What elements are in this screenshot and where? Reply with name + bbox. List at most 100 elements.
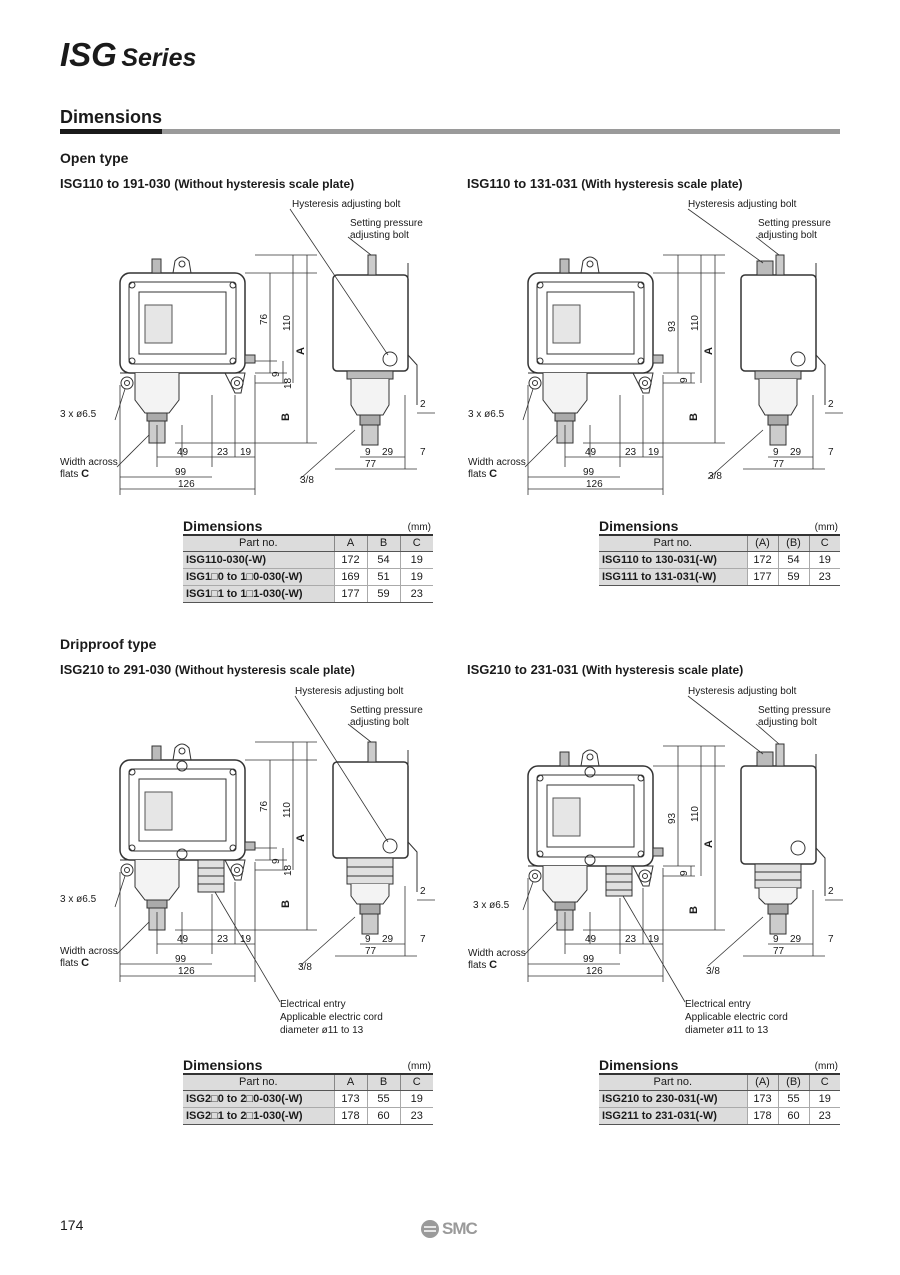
dim-110: 110 <box>690 806 701 822</box>
label-setting-bolt-2: adjusting bolt <box>350 230 409 241</box>
col-part-no: Part no. <box>183 1073 335 1091</box>
table-title: Dimensions <box>599 518 679 534</box>
dim-var-a: A <box>295 347 307 355</box>
drawing-dripproof-with-plate: Hysteresis adjusting bolt Setting pressu… <box>463 682 853 1042</box>
dim-99: 99 <box>583 954 595 965</box>
front-view <box>527 749 664 931</box>
dim-side-77: 77 <box>773 459 785 470</box>
side-view <box>740 254 826 446</box>
label-holes: 3 x ø6.5 <box>60 409 97 420</box>
dim-49: 49 <box>585 934 597 945</box>
table-title: Dimensions <box>183 518 263 534</box>
col-a: (A) <box>747 1073 779 1091</box>
drip-right-note: (With hysteresis scale plate) <box>581 663 744 677</box>
dripproof-type-title: Dripproof type <box>60 636 157 652</box>
dim-var-b: B <box>280 413 292 421</box>
dim-side-2: 2 <box>420 399 426 410</box>
dim-93: 93 <box>667 320 678 332</box>
dim-var-b: B <box>688 413 700 421</box>
dim-19: 19 <box>240 934 252 945</box>
dim-side-2: 2 <box>828 399 834 410</box>
drip-left-model: ISG210 to 291-030 <box>60 662 172 677</box>
label-setting-bolt-2: adjusting bolt <box>758 230 817 241</box>
table-header-row: Part no. A B C <box>183 1073 433 1091</box>
label-holes: 3 x ø6.5 <box>468 409 505 420</box>
drip-left-title: ISG210 to 291-030 (Without hysteresis sc… <box>60 662 355 677</box>
drawing-dripproof-without-plate: Hysteresis adjusting bolt Setting pressu… <box>55 682 445 1042</box>
label-setting-bolt-1: Setting pressure <box>758 705 831 716</box>
dim-23: 23 <box>217 447 229 458</box>
col-b: B <box>367 1073 401 1091</box>
label-entry-1: Electrical entry <box>685 999 751 1010</box>
dim-110: 110 <box>690 315 701 331</box>
col-c: C <box>400 534 433 552</box>
horizontal-dims <box>527 375 843 495</box>
label-setting-bolt-2: adjusting bolt <box>350 717 409 728</box>
col-b: B <box>367 534 401 552</box>
dim-99: 99 <box>175 467 187 478</box>
dim-23: 23 <box>625 447 637 458</box>
dim-side-7: 7 <box>828 447 834 458</box>
table-row: ISG2□0 to 2□0-030(-W) 173 55 19 <box>183 1090 433 1108</box>
table-header-row: Part no. (A) (B) C <box>599 534 840 552</box>
dim-126: 126 <box>586 966 603 977</box>
dim-49: 49 <box>585 447 597 458</box>
leader-lines <box>114 695 389 1003</box>
label-entry-2: Applicable electric cord <box>685 1012 788 1023</box>
open-right-note: (With hysteresis scale plate) <box>581 177 743 191</box>
label-flats-2: flats C <box>60 468 89 480</box>
dim-side-2: 2 <box>828 886 834 897</box>
dim-110: 110 <box>282 802 293 818</box>
table-row: ISG2□1 to 2□1-030(-W) 178 60 23 <box>183 1107 433 1125</box>
col-part-no: Part no. <box>183 534 335 552</box>
vertical-dims <box>583 745 725 931</box>
dim-19: 19 <box>648 934 660 945</box>
dim-side-29: 29 <box>382 447 394 458</box>
vertical-dims <box>175 254 317 444</box>
label-hysteresis-bolt: Hysteresis adjusting bolt <box>295 686 404 697</box>
label-setting-bolt-2: adjusting bolt <box>758 717 817 728</box>
label-holes: 3 x ø6.5 <box>60 894 97 905</box>
section-rule <box>60 129 840 134</box>
smc-logo: SMC <box>420 1219 478 1239</box>
col-c: C <box>400 1073 433 1091</box>
label-setting-bolt-1: Setting pressure <box>758 218 831 229</box>
table-row: ISG211 to 231-031(-W) 178 60 23 <box>599 1107 840 1125</box>
front-view <box>527 256 664 444</box>
drip-right-title: ISG210 to 231-031 (With hysteresis scale… <box>467 662 743 677</box>
open-type-title: Open type <box>60 150 129 166</box>
page-number: 174 <box>60 1217 84 1233</box>
dim-99: 99 <box>175 954 187 965</box>
label-flats-2: flats C <box>60 957 89 969</box>
dim-var-a: A <box>295 834 307 842</box>
label-flats-2: flats C <box>468 959 497 971</box>
dim-49: 49 <box>177 934 189 945</box>
dim-9: 9 <box>271 371 282 377</box>
dim-side-77: 77 <box>773 946 785 957</box>
dim-23: 23 <box>217 934 229 945</box>
dim-side-7: 7 <box>420 934 426 945</box>
dim-9: 9 <box>271 858 282 864</box>
dim-var-a: A <box>703 840 715 848</box>
table-row: ISG110 to 130-031(-W) 172 54 19 <box>599 551 840 569</box>
col-b: (B) <box>778 534 810 552</box>
dim-18: 18 <box>283 864 294 876</box>
label-flats-1: Width across <box>468 457 526 468</box>
dim-side-77: 77 <box>365 459 377 470</box>
col-part-no: Part no. <box>599 1073 748 1091</box>
label-hysteresis-bolt: Hysteresis adjusting bolt <box>688 199 797 210</box>
dim-side-9: 9 <box>773 447 779 458</box>
col-part-no: Part no. <box>599 534 748 552</box>
dim-9: 9 <box>679 377 690 383</box>
table-row: ISG1□1 to 1□1-030(-W) 177 59 23 <box>183 585 433 603</box>
series-main: ISG <box>60 36 117 73</box>
dim-19: 19 <box>648 447 660 458</box>
label-entry-1: Electrical entry <box>280 999 346 1010</box>
smc-logo-icon <box>421 1220 439 1238</box>
vertical-dims <box>175 741 317 931</box>
label-entry-3: diameter ø11 to 13 <box>280 1025 364 1036</box>
dim-18: 18 <box>283 377 294 389</box>
side-view <box>740 743 826 935</box>
label-entry-3: diameter ø11 to 13 <box>685 1025 769 1036</box>
open-left-title: ISG110 to 191-030 (Without hysteresis sc… <box>60 176 354 191</box>
